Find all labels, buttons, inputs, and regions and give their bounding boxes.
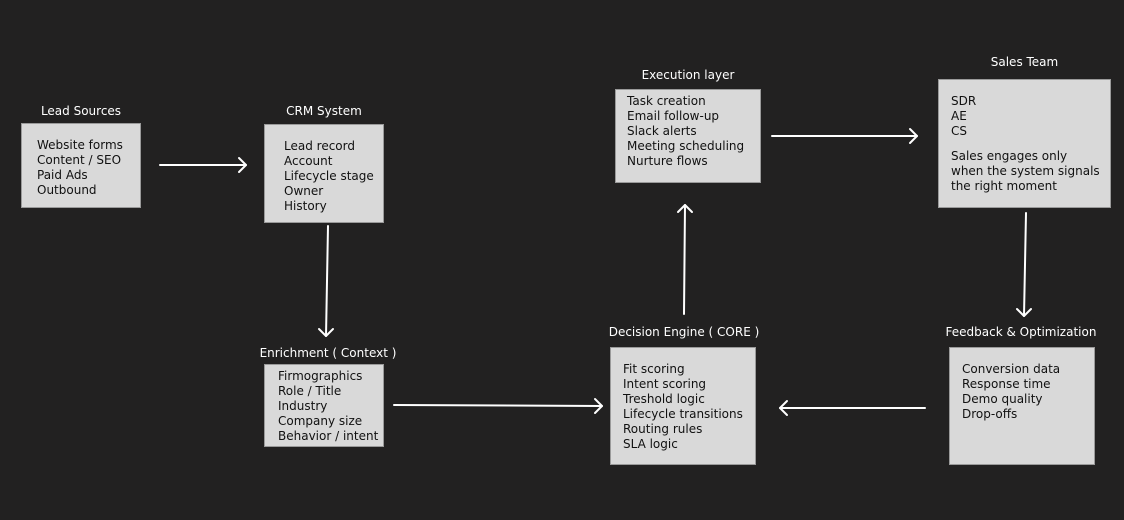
list-item: AE	[951, 109, 967, 123]
arrow-enrichment-to-decision-engine	[393, 398, 603, 414]
list-item: Lead record	[284, 139, 355, 153]
arrow-decision-engine-to-execution	[677, 204, 693, 315]
list-item: Task creation	[627, 94, 706, 108]
list-item: Slack alerts	[627, 124, 697, 138]
list-item: CS	[951, 124, 967, 138]
list-item: Outbound	[37, 183, 97, 197]
list-item: Behavior / intent	[278, 429, 379, 443]
list-item: History	[284, 199, 327, 213]
list-item: Meeting scheduling	[627, 139, 745, 153]
list-item: Industry	[278, 399, 328, 413]
decision-engine-title: Decision Engine ( CORE )	[608, 325, 760, 339]
list-item: Fit scoring	[623, 362, 685, 376]
list-item: Routing rules	[623, 422, 703, 436]
sales-team-note: Sales engages only when the system signa…	[951, 149, 1100, 193]
crm-system-list: Lead record Account Lifecycle stage Owne…	[284, 139, 383, 214]
list-item: Response time	[962, 377, 1051, 391]
enrichment-list: Firmographics Role / Title Industry Comp…	[278, 369, 383, 444]
list-item: SDR	[951, 94, 977, 108]
decision-engine-list: Fit scoring Intent scoring Treshold logi…	[623, 362, 755, 452]
arrow-crm-to-enrichment	[318, 225, 334, 337]
decision-engine-box: Fit scoring Intent scoring Treshold logi…	[610, 347, 756, 465]
execution-layer-title: Execution layer	[641, 68, 735, 82]
lead-sources-title: Lead Sources	[40, 104, 122, 118]
list-item: Account	[284, 154, 333, 168]
execution-layer-box: Task creation Email follow-up Slack aler…	[615, 89, 761, 183]
list-item: Role / Title	[278, 384, 342, 398]
crm-system-title: CRM System	[286, 104, 362, 118]
arrow-sales-team-to-feedback	[1016, 212, 1032, 317]
list-item: Email follow-up	[627, 109, 720, 123]
execution-layer-list: Task creation Email follow-up Slack aler…	[627, 94, 760, 169]
list-item: Owner	[284, 184, 324, 198]
list-item: Company size	[278, 414, 363, 428]
list-item: SLA logic	[623, 437, 678, 451]
list-item: Conversion data	[962, 362, 1061, 376]
lead-sources-box: Website forms Content / SEO Paid Ads Out…	[21, 123, 141, 208]
feedback-title: Feedback & Optimization	[945, 325, 1097, 339]
arrow-feedback-to-decision-engine	[779, 400, 926, 416]
sales-team-box: SDR AE CS Sales engages only when the sy…	[938, 79, 1111, 208]
list-item: Treshold logic	[623, 392, 705, 406]
list-item: Intent scoring	[623, 377, 707, 391]
sales-team-list: SDR AE CS	[951, 94, 1102, 139]
list-item: Firmographics	[278, 369, 363, 383]
lead-sources-list: Website forms Content / SEO Paid Ads Out…	[37, 138, 140, 198]
feedback-box: Conversion data Response time Demo quali…	[949, 347, 1095, 465]
enrichment-box: Firmographics Role / Title Industry Comp…	[264, 364, 384, 447]
list-item: Lifecycle transitions	[623, 407, 743, 421]
list-item: Website forms	[37, 138, 123, 152]
list-item: Content / SEO	[37, 153, 122, 167]
sales-team-title: Sales Team	[990, 55, 1059, 69]
list-item: Lifecycle stage	[284, 169, 374, 183]
arrow-lead-sources-to-crm	[159, 157, 247, 173]
list-item: Paid Ads	[37, 168, 88, 182]
list-item: Nurture flows	[627, 154, 708, 168]
enrichment-title: Enrichment ( Context )	[259, 346, 397, 360]
crm-system-box: Lead record Account Lifecycle stage Owne…	[264, 124, 384, 223]
arrow-execution-to-sales-team	[771, 128, 918, 144]
feedback-list: Conversion data Response time Demo quali…	[962, 362, 1094, 422]
list-item: Drop-offs	[962, 407, 1018, 421]
list-item: Demo quality	[962, 392, 1043, 406]
